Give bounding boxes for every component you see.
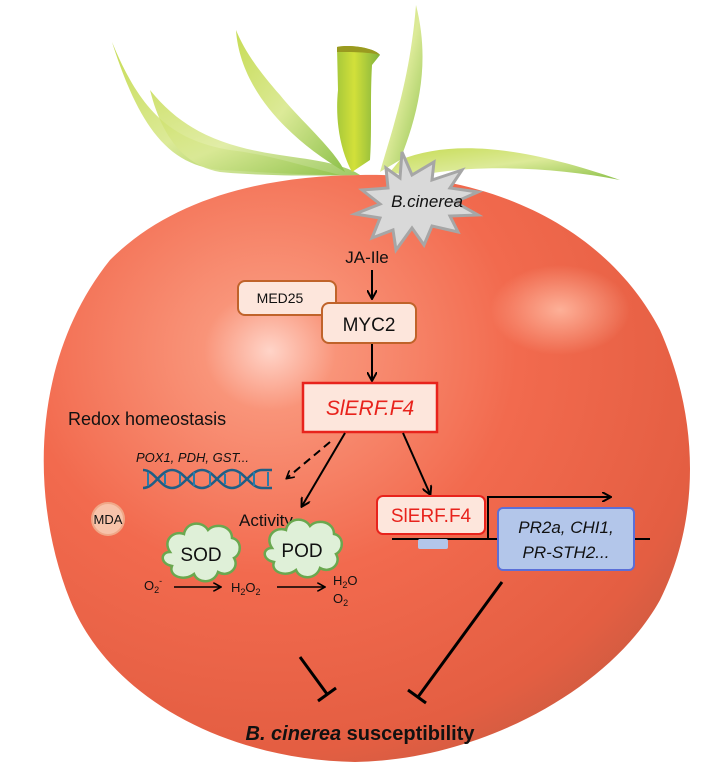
leaf-left	[112, 42, 340, 175]
tomato-illustration	[43, 5, 690, 763]
med25-node: MED25	[237, 280, 337, 316]
inhibition-redox-to-outcome	[298, 656, 337, 703]
sod-label: SOD	[180, 545, 221, 566]
leaf-upright-left	[236, 30, 345, 172]
inhibition-genes-to-outcome	[407, 581, 504, 705]
substrate-o2: O2-	[144, 576, 162, 595]
slerf-gene-node: SlERF.F4	[301, 381, 439, 434]
product-o2: O2	[333, 591, 348, 608]
dashed-arrow-slerf-to-redox-genes	[287, 441, 331, 478]
pathogen-burst-shape	[349, 151, 484, 254]
arrow-slerf-to-protein	[402, 432, 430, 494]
dna-icon	[142, 468, 272, 490]
stem	[337, 45, 380, 173]
outcome-label: B. cinerea susceptibility	[246, 723, 476, 745]
ja-ile-label: JA-Ile	[345, 248, 388, 267]
redox-genes-label: POX1, PDH, GST...	[136, 450, 249, 465]
myc2-node: MYC2	[321, 302, 417, 344]
pathogen-burst: B.cinerea	[349, 151, 484, 254]
leaf-upright-right	[380, 5, 423, 172]
leaf-left-long	[150, 90, 360, 176]
target-genes-line2: PR-STH2...	[523, 543, 610, 562]
arrow-slerf-to-activity	[302, 432, 346, 506]
target-genes-line1: PR2a, CHI1,	[518, 518, 613, 537]
sod-enzyme: SOD	[161, 522, 241, 583]
transcription-start-arrow	[487, 497, 610, 539]
binding-site	[418, 539, 448, 549]
pod-enzyme: POD	[263, 518, 343, 579]
pathogen-label: B.cinerea	[391, 192, 463, 211]
stem-top	[337, 45, 380, 55]
slerf-gene-label: SlERF.F4	[326, 397, 414, 420]
pod-label: POD	[281, 541, 322, 562]
leaf-right	[390, 148, 620, 180]
activity-label: Activity	[239, 511, 293, 530]
mda-label: MDA	[94, 512, 123, 527]
target-genes-node: PR2a, CHI1, PR-STH2...	[497, 507, 635, 571]
tomato-highlight	[490, 265, 630, 355]
product-h2o: H2O	[333, 573, 358, 590]
reaction-chain: O2- H2O2 H2O O2	[144, 573, 358, 608]
myc2-label: MYC2	[343, 315, 396, 336]
intermediate-h2o2: H2O2	[231, 580, 261, 597]
mda-node: MDA	[91, 502, 125, 536]
med25-label: MED25	[257, 290, 304, 306]
slerf-protein-node: SlERF.F4	[376, 495, 486, 535]
redox-homeostasis-label: Redox homeostasis	[68, 409, 226, 429]
slerf-protein-label: SlERF.F4	[391, 506, 472, 527]
